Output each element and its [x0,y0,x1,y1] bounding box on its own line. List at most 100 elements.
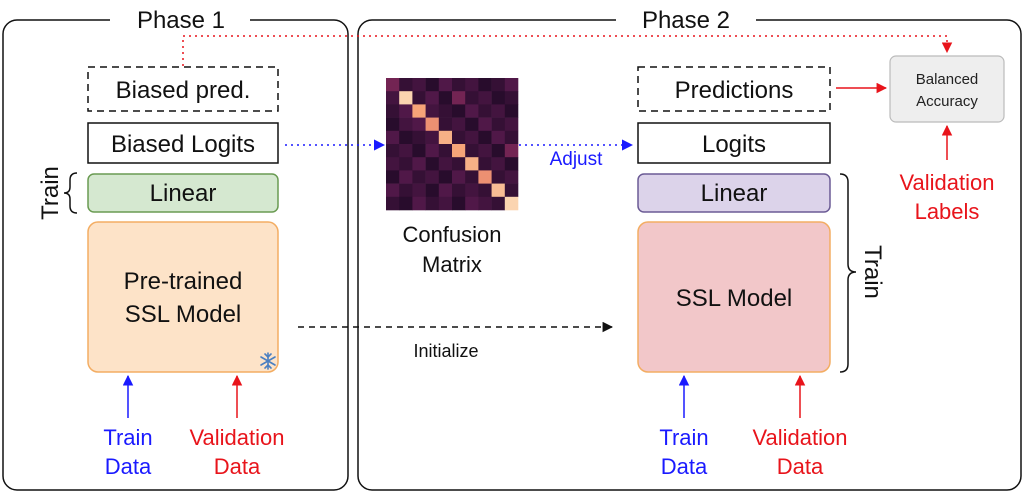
confusion-matrix-cell [438,157,453,171]
confusion-matrix-cell [399,78,413,92]
confusion-matrix-cell [452,130,466,145]
confusion-matrix-cell [412,78,426,92]
confusion-matrix-cell [412,144,426,158]
val-data-line2-phase1: Data [214,454,261,479]
confusion-matrix-cell [452,104,466,118]
confusion-matrix-cell [465,196,479,211]
confusion-matrix-cell [386,196,400,211]
confusion-matrix-cell [425,78,440,92]
confusion-matrix [386,78,519,211]
confusion-matrix-cell [452,117,466,132]
confusion-matrix-cell [412,196,426,211]
confusion-matrix-cell [478,130,492,145]
confusion-matrix-cell [386,104,400,118]
phase2-title: Phase 2 [642,7,730,34]
confusion-matrix-cell [452,183,466,198]
confusion-matrix-cell [491,91,506,105]
pretrained-model-line2: SSL Model [125,301,242,328]
confusion-matrix-cell [386,117,400,132]
train-brace-phase2 [839,173,857,373]
confusion-matrix-cell [386,78,400,92]
confusion-matrix-cell [438,91,453,105]
confusion-matrix-cell [504,183,519,198]
confusion-matrix-cell [491,170,506,184]
confusion-matrix-cell [478,144,492,158]
confusion-matrix-cell [504,78,519,92]
biased-pred-box [87,66,279,112]
confusion-matrix-cell [412,157,426,171]
train-data-line2-phase2: Data [661,454,708,479]
confusion-matrix-cell [412,117,426,132]
confusion-matrix-cell [425,170,440,184]
confusion-matrix-cell [438,144,453,158]
confusion-matrix-cell [438,183,453,198]
confusion-matrix-cell [425,183,440,198]
confusion-matrix-cell [425,196,440,211]
confusion-matrix-cell [504,170,519,184]
confusion-matrix-cell [491,196,506,211]
predictions-box [637,66,831,112]
confusion-matrix-line1: Confusion [402,222,501,247]
phase2-title-mask [616,6,756,34]
val-data-line1-phase1: Validation [190,425,285,450]
confusion-matrix-cell [504,196,519,211]
confusion-matrix-cell [399,117,413,132]
balanced-accuracy-line2: Accuracy [916,93,978,110]
confusion-matrix-cell [452,91,466,105]
confusion-matrix-cell [425,117,440,132]
adjust-label: Adjust [550,149,604,170]
confusion-matrix-cell [438,78,453,92]
confusion-matrix-cell [412,91,426,105]
confusion-matrix-cell [386,183,400,198]
confusion-matrix-cell [491,117,506,132]
confusion-matrix-cell [465,170,479,184]
train-data-line2-phase1: Data [105,454,152,479]
confusion-matrix-cell [386,144,400,158]
confusion-matrix-cell [491,104,506,118]
confusion-matrix-cell [465,78,479,92]
confusion-matrix-cell [478,196,492,211]
ssl-model-label: SSL Model [676,285,793,312]
snowflake-icon [260,352,276,370]
confusion-matrix-cell [465,144,479,158]
confusion-matrix-cell [438,104,453,118]
confusion-matrix-cell [504,117,519,132]
confusion-matrix-cell [438,130,453,145]
confusion-matrix-cell [491,78,506,92]
confusion-matrix-cell [478,117,492,132]
train-label-phase1: Train [37,166,64,220]
confusion-matrix-cell [478,78,492,92]
confusion-matrix-cell [504,104,519,118]
confusion-matrix-cell [425,91,440,105]
confusion-matrix-cell [399,91,413,105]
train-brace-phase1 [63,172,78,214]
balanced-accuracy-line1: Balanced [916,71,979,88]
confusion-matrix-cell [504,157,519,171]
confusion-matrix-line2: Matrix [422,252,482,277]
confusion-matrix-cell [504,130,519,145]
confusion-matrix-cell [478,183,492,198]
val-labels-line1: Validation [900,170,995,195]
confusion-matrix-cell [438,117,453,132]
confusion-matrix-cell [399,196,413,211]
confusion-matrix-cell [452,196,466,211]
ssl-model-box [637,221,831,373]
phase1-title-mask [110,6,250,34]
biased-pred-label: Biased pred. [116,77,251,104]
predictions-label: Predictions [675,77,794,104]
confusion-matrix-cell [438,170,453,184]
confusion-matrix-cell [399,157,413,171]
balanced-accuracy-box [889,55,1005,123]
confusion-matrix-cell [465,91,479,105]
confusion-matrix-cell [412,170,426,184]
pretrained-model-line1: Pre-trained [124,268,243,295]
confusion-matrix-cell [452,78,466,92]
confusion-matrix-cell [491,183,506,198]
confusion-matrix-cell [491,157,506,171]
confusion-matrix-cell [399,104,413,118]
confusion-matrix-cell [399,170,413,184]
confusion-matrix-cell [412,130,426,145]
confusion-matrix-cell [386,130,400,145]
initialize-label: Initialize [413,341,478,361]
confusion-matrix-cell [386,91,400,105]
